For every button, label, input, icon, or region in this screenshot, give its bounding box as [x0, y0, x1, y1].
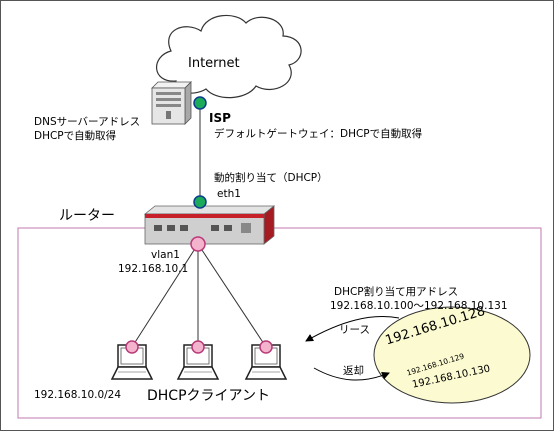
vlan1-label: vlan1	[151, 249, 180, 261]
dhcp-pool-ellipse	[373, 306, 531, 404]
lease-arrow	[305, 316, 400, 342]
client-node	[259, 340, 273, 354]
wan-dhcp-label: 動的割り当て（DHCP）	[214, 172, 328, 184]
dhcp-pool-range: 192.168.10.100～192.168.10.131	[330, 300, 508, 312]
lease-label: リース	[339, 324, 370, 336]
dns-server-icon	[151, 81, 192, 125]
vlan1-node	[190, 236, 206, 252]
client-laptop-icon	[244, 344, 288, 380]
isp-label: ISP	[209, 111, 231, 125]
client-node	[191, 340, 205, 354]
return-arrow	[313, 367, 390, 381]
eth1-node	[193, 195, 207, 209]
default-gateway-label: デフォルトゲートウェイ：DHCPで自動取得	[214, 128, 423, 140]
lan-boundary	[17, 227, 542, 419]
dns-server-label-sub: DHCPで自動取得	[34, 130, 117, 142]
client-laptop-icon	[110, 344, 154, 380]
eth1-label: eth1	[217, 188, 241, 200]
lan-network-label: 192.168.10.0/24	[34, 389, 122, 401]
lan-link	[131, 243, 199, 348]
dhcp-pool-title: DHCP割り当て用アドレス	[334, 286, 459, 298]
client-node	[125, 340, 139, 354]
isp-node	[193, 96, 207, 110]
dhcp-clients-label: DHCPクライアント	[147, 388, 270, 404]
lan-link	[197, 243, 267, 348]
router-icon	[143, 205, 276, 245]
return-label: 返却	[343, 365, 364, 377]
dns-server-label: DNSサーバーアドレス	[34, 116, 141, 128]
internet-cloud	[156, 14, 302, 99]
client-laptop-icon	[176, 344, 220, 380]
lan-address-label: 192.168.10.1	[118, 263, 189, 275]
internet-label: Internet	[188, 56, 240, 71]
router-label: ルーター	[59, 208, 115, 224]
